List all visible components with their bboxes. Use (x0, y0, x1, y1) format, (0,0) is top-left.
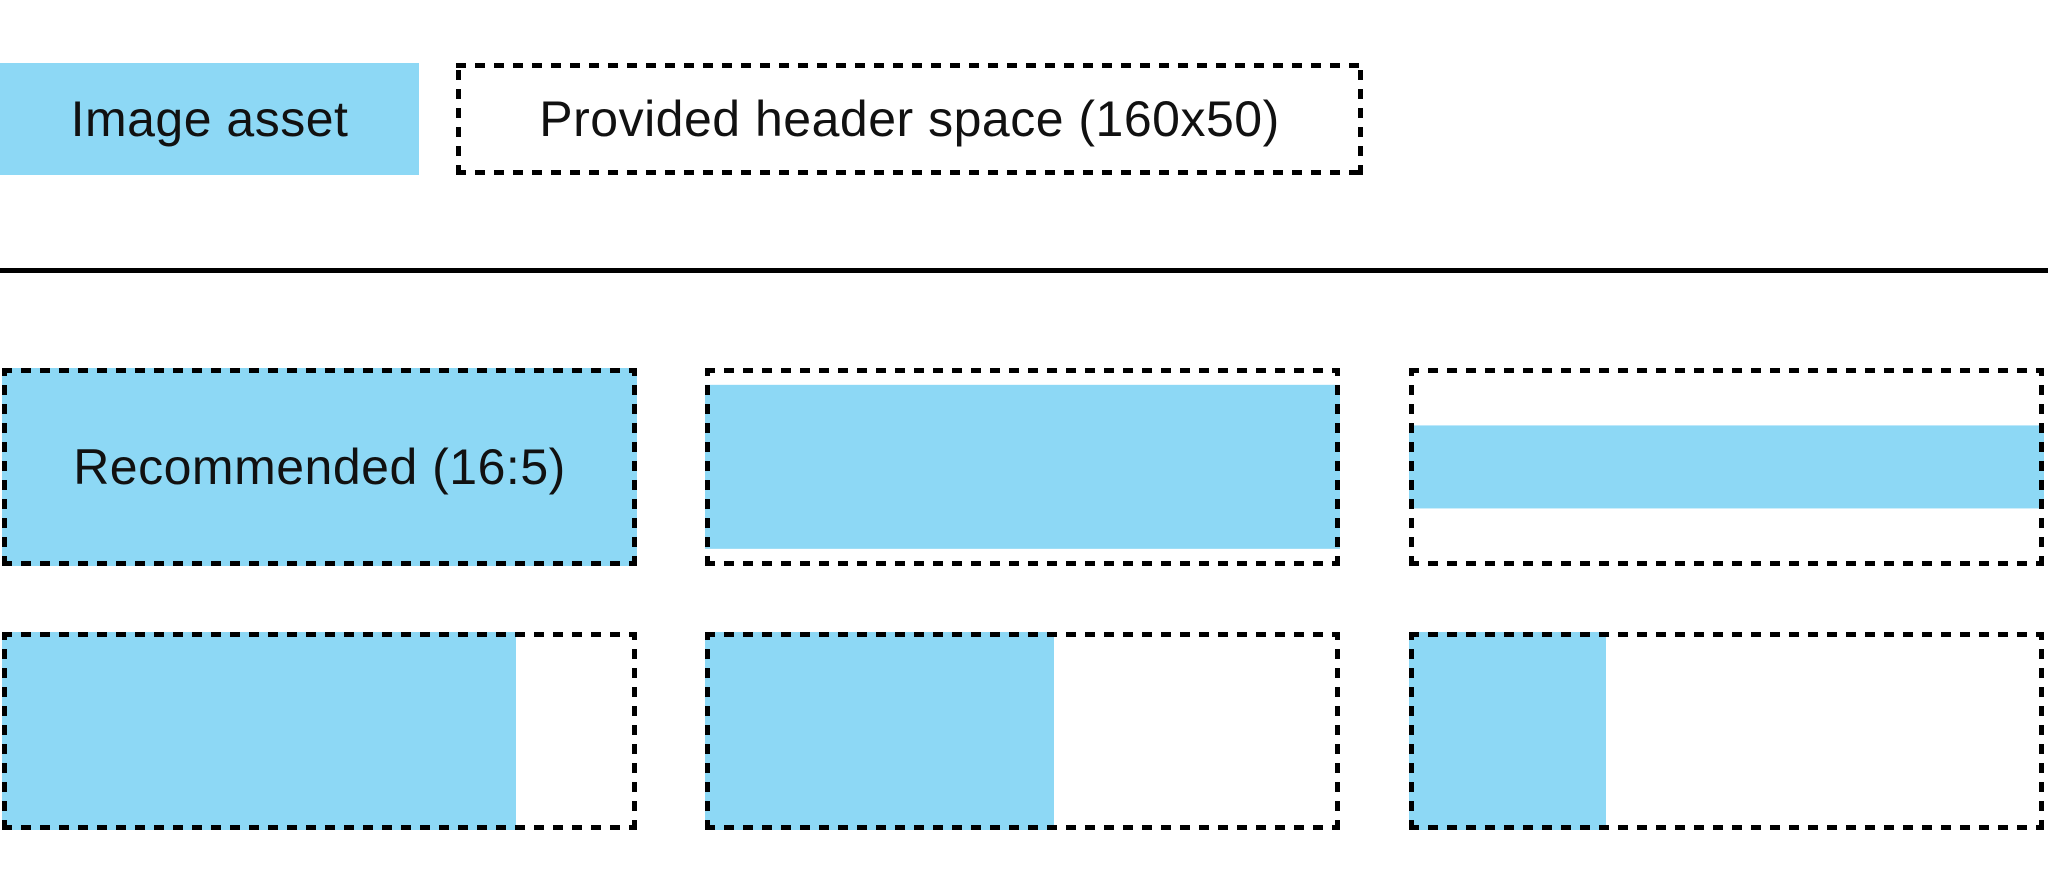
legend-image-asset-swatch: Image asset (0, 63, 419, 175)
legend-header-space-label: Provided header space (160x50) (539, 91, 1280, 147)
example-recommended-16-5: Recommended (16:5) (2, 368, 637, 566)
example-narrow-asset-pillarboxed-small (1409, 632, 2044, 830)
example-extra-wide-asset-letterboxed (1409, 368, 2044, 566)
legend-image-asset-label: Image asset (70, 91, 349, 147)
example-wide-asset-letterboxed (705, 368, 1340, 566)
recommended-label: Recommended (16:5) (73, 439, 566, 495)
asset-fill (2, 632, 517, 830)
example-narrow-asset-pillarboxed-large (2, 632, 637, 830)
asset-fill (1409, 425, 2044, 509)
example-narrow-asset-pillarboxed-medium (705, 632, 1340, 830)
section-divider (0, 268, 2048, 273)
asset-fill (2, 368, 637, 566)
asset-fill (1409, 632, 1606, 830)
legend-header-space-box: Provided header space (160x50) (456, 63, 1363, 175)
asset-fill (705, 384, 1340, 550)
recommended-label-wrap: Recommended (16:5) (2, 368, 637, 566)
asset-fill (705, 632, 1055, 830)
